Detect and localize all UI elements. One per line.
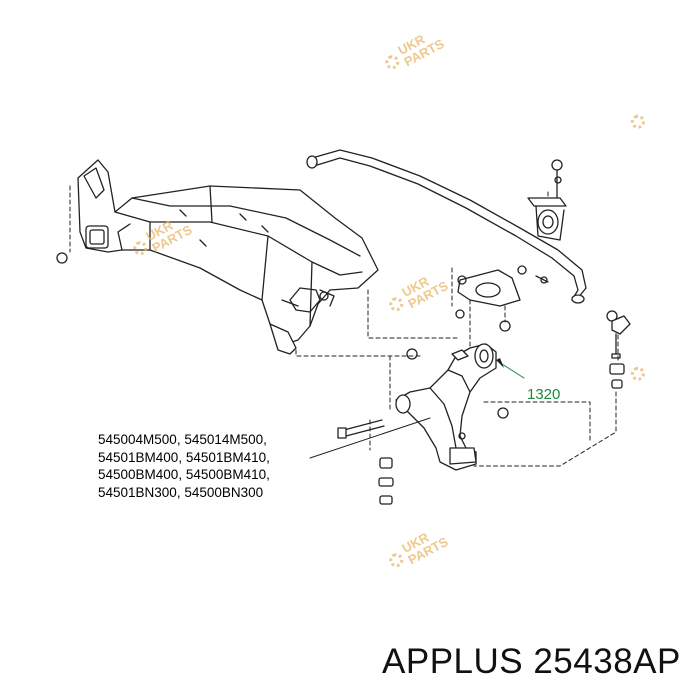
part-numbers-line: 54501BM400, 54501BM410, bbox=[98, 449, 270, 465]
stabilizer-bar bbox=[306, 149, 587, 304]
ball-joint-bracket bbox=[455, 265, 549, 332]
lower-control-arm bbox=[395, 343, 497, 471]
stabilizer-bushing-bracket bbox=[527, 159, 567, 241]
stabilizer-link bbox=[606, 310, 631, 389]
arrow-icon bbox=[496, 358, 504, 368]
callout-label-1320: 1320 bbox=[527, 386, 561, 403]
bolts-and-fasteners bbox=[56, 176, 562, 505]
brand-part-number: APPLUS 25438AP bbox=[382, 642, 681, 681]
part-numbers-line: 54500BM400, 54500BM410, bbox=[98, 467, 270, 482]
callout-leader-line bbox=[501, 363, 525, 379]
part-numbers-line: 545004M500, 545014M500, bbox=[98, 432, 267, 447]
assembly-guide-lines bbox=[69, 185, 619, 467]
part-numbers-line: 54501BN300, 54500BN300 bbox=[98, 484, 264, 500]
part-numbers-list: 545004M500, 545014M500, 54501BM400, 5450… bbox=[98, 431, 270, 501]
front-subframe bbox=[77, 159, 379, 355]
part-number-leader-line bbox=[309, 417, 431, 459]
